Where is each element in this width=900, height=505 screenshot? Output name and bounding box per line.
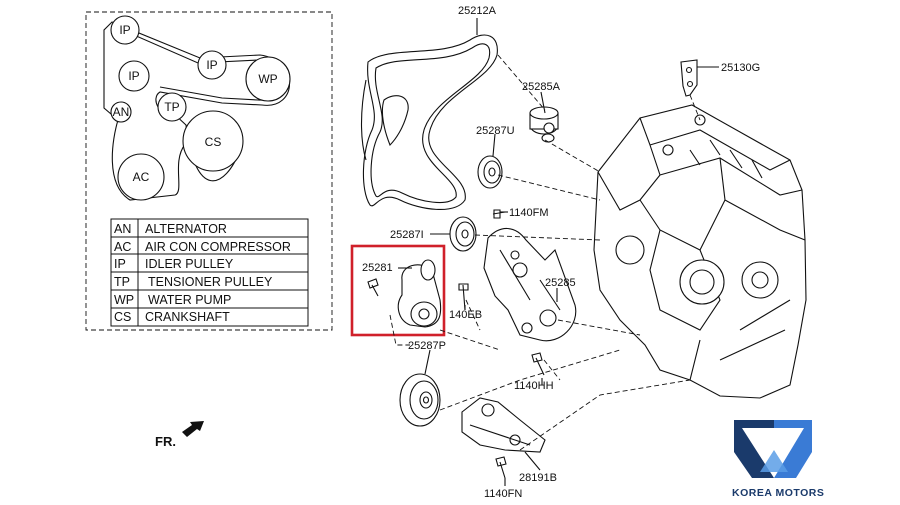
part-label-1140fn: 1140FN	[484, 488, 522, 500]
legend-code: WP	[114, 293, 134, 307]
pulley-an: AN	[110, 101, 132, 123]
legend-code: TP	[114, 275, 130, 289]
idler-pulley-25285a	[529, 106, 559, 143]
part-label-140eb: 140EB	[449, 309, 482, 321]
belt-routing-panel: IP IP IP WP AN TP CS AC	[85, 11, 333, 331]
pulley-wp: WP	[245, 56, 291, 102]
pulley-label: IP	[128, 69, 139, 83]
bolt-1140fn	[495, 456, 507, 479]
part-label-25287u: 25287U	[476, 125, 515, 137]
part-label-25287p: 25287P	[408, 340, 446, 352]
pulley-label: AC	[133, 170, 150, 184]
pulley-label: IP	[119, 23, 130, 37]
brand-logo-icon	[734, 420, 812, 478]
part-labels: 25212A 25285A 25287U 25130G 1140FM 25287…	[362, 5, 760, 500]
front-direction-marker: FR.	[155, 421, 204, 449]
legend-name: TENSIONER PULLEY	[148, 275, 273, 289]
legend-table: AN ALTERNATOR AC AIR CON COMPRESSOR IP I…	[110, 218, 309, 327]
pulley-25287i	[449, 216, 477, 252]
pulley-label: TP	[164, 100, 179, 114]
pulley-ip-mid: IP	[197, 50, 227, 80]
legend-code: AN	[114, 222, 131, 236]
engine-block	[593, 104, 807, 399]
front-arrow-icon	[182, 421, 204, 437]
bracket-25285	[483, 227, 577, 342]
pulley-label: IP	[206, 58, 217, 72]
legend-name: WATER PUMP	[148, 293, 231, 307]
pulley-label: WP	[258, 72, 277, 86]
bolt-1140fm	[492, 209, 506, 219]
brand-watermark: KOREA MOTORS	[732, 420, 824, 499]
legend-name: ALTERNATOR	[145, 222, 227, 236]
belt-path	[103, 21, 291, 201]
bolt-140eb	[458, 283, 469, 311]
part-label-1140hh: 1140HH	[514, 380, 554, 392]
serpentine-belt	[360, 34, 498, 211]
pulley-label: AN	[113, 105, 130, 119]
legend-code: CS	[114, 310, 131, 324]
part-label-25285a: 25285A	[522, 81, 561, 93]
highlight-box	[350, 244, 446, 337]
legend-code: AC	[114, 240, 131, 254]
tensioner-25281	[350, 244, 446, 337]
pulley-25287p	[399, 373, 441, 427]
callout-leaders	[398, 18, 719, 486]
legend-name: CRANKSHAFT	[145, 310, 230, 324]
legend-code: IP	[114, 257, 126, 271]
part-label-1140fm: 1140FM	[509, 207, 549, 219]
pulley-ip-left: IP	[118, 60, 150, 92]
part-label-25212a: 25212A	[458, 5, 497, 17]
panel-border	[85, 11, 333, 331]
legend-name: IDLER PULLEY	[145, 257, 234, 271]
bracket-28191b	[461, 397, 546, 453]
part-label-25287i: 25287I	[390, 229, 424, 241]
part-label-25285: 25285	[545, 277, 576, 289]
pulley-ip-top: IP	[110, 15, 140, 45]
part-label-25130g: 25130G	[721, 62, 760, 74]
pulley-label: CS	[205, 135, 222, 149]
brand-name: KOREA MOTORS	[732, 487, 824, 499]
bracket-25130g	[680, 59, 698, 97]
bolt-1140hh	[531, 352, 545, 376]
pulley-ac: AC	[117, 153, 165, 201]
direction-label: FR.	[155, 434, 176, 449]
pulley-cs: CS	[182, 110, 244, 172]
legend-name: AIR CON COMPRESSOR	[145, 240, 291, 254]
leader-lines	[389, 54, 701, 451]
part-label-28191b: 28191B	[519, 472, 557, 484]
pulley-25287u	[477, 155, 503, 189]
pulley-tp: TP	[157, 92, 187, 122]
part-label-25281: 25281	[362, 262, 393, 274]
